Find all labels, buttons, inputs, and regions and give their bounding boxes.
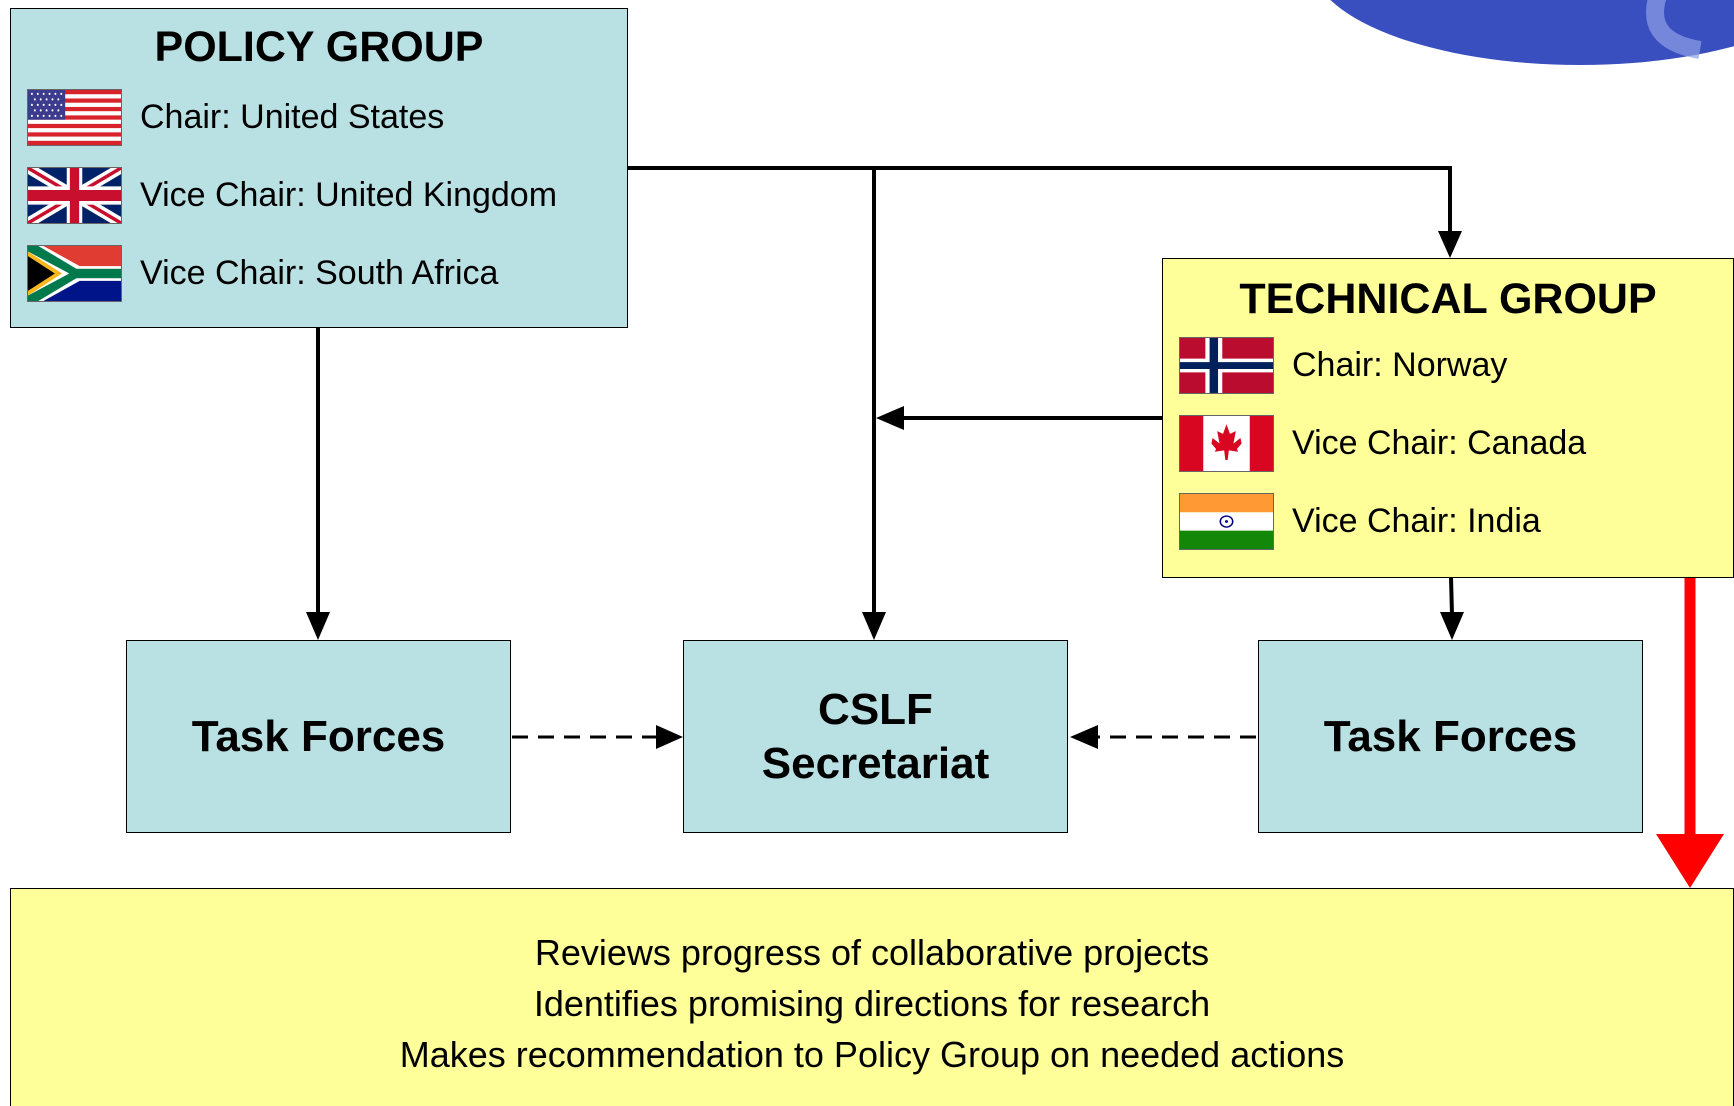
technical-vice-chair-india-label: Vice Chair: India xyxy=(1292,502,1541,540)
technical-group-box: TECHNICAL GROUP Chair: Norway Vice Chair… xyxy=(1162,258,1734,578)
policy-vice-chair-uk-label: Vice Chair: United Kingdom xyxy=(140,176,558,214)
policy-member-row: Chair: United States xyxy=(27,89,444,146)
arrow-technical-to-secretariat-line xyxy=(876,406,1162,430)
arrow-policy-to-task-forces-left xyxy=(306,327,330,640)
policy-chair-label: Chair: United States xyxy=(140,98,445,136)
summary-line: Reviews progress of collaborative projec… xyxy=(534,932,1210,973)
dashed-arrow-left-task-forces-to-secretariat xyxy=(512,725,683,749)
dashed-arrow-right-task-forces-to-secretariat xyxy=(1070,725,1256,749)
summary-line: Makes recommendation to Policy Group on … xyxy=(399,1034,1345,1075)
task-forces-left-box: Task Forces xyxy=(126,640,511,833)
flag-norway-icon xyxy=(1179,337,1274,394)
flag-canada-icon xyxy=(1179,415,1274,472)
technical-member-row: Vice Chair: India xyxy=(1179,493,1541,550)
summary-line: Identifies promising directions for rese… xyxy=(533,983,1211,1024)
policy-member-row: Vice Chair: South Africa xyxy=(27,245,498,302)
arrow-policy-to-secretariat xyxy=(862,168,886,640)
policy-member-row: Vice Chair: United Kingdom xyxy=(27,167,557,224)
task-forces-right-box: Task Forces xyxy=(1258,640,1643,833)
summary-box: Reviews progress of collaborative projec… xyxy=(10,888,1734,1106)
technical-vice-chair-canada-label: Vice Chair: Canada xyxy=(1292,424,1587,462)
flag-uk-icon xyxy=(27,167,122,224)
secretariat-label: CSLF Secretariat xyxy=(684,641,1067,832)
policy-vice-chair-sa-label: Vice Chair: South Africa xyxy=(140,254,499,292)
secretariat-line-1: CSLF xyxy=(818,684,933,734)
technical-member-row: Chair: Norway xyxy=(1179,337,1507,394)
flag-india-icon xyxy=(1179,493,1274,550)
arrow-technical-to-task-forces-right xyxy=(1440,576,1464,640)
task-forces-left-label: Task Forces xyxy=(191,711,446,761)
flag-usa-icon xyxy=(27,89,122,146)
arrow-policy-to-technical xyxy=(628,166,1462,258)
technical-chair-label: Chair: Norway xyxy=(1292,346,1508,384)
technical-group-title: TECHNICAL GROUP xyxy=(1239,275,1657,323)
secretariat-line-2: Secretariat xyxy=(761,738,990,788)
flag-south-africa-icon xyxy=(27,245,122,302)
task-forces-right-label: Task Forces xyxy=(1323,711,1578,761)
policy-group-box: POLICY GROUP Ch xyxy=(10,8,628,328)
secretariat-box: CSLF Secretariat xyxy=(683,640,1068,833)
policy-group-title: POLICY GROUP xyxy=(154,23,484,71)
red-arrow-technical-to-summary xyxy=(1656,577,1724,888)
technical-member-row: Vice Chair: Canada xyxy=(1179,415,1586,472)
